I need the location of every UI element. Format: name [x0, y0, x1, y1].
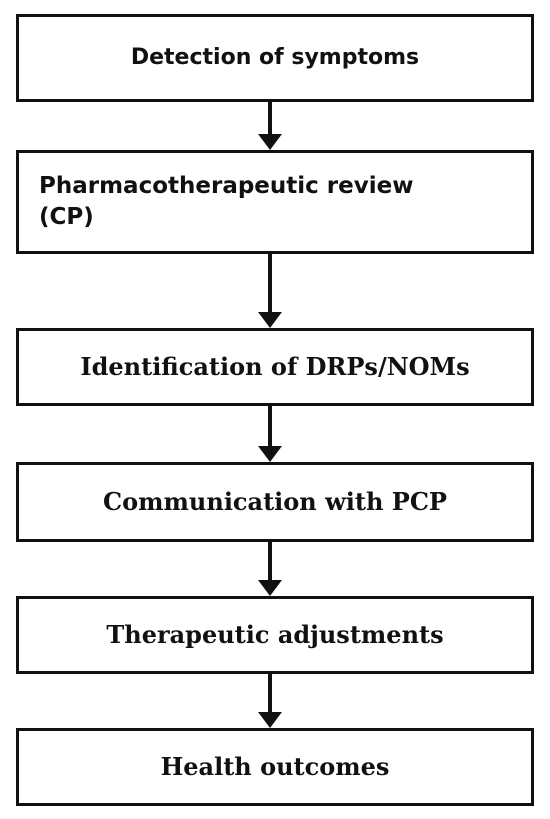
step-health-outcomes: Health outcomes [16, 728, 534, 806]
step-pharmacotherapeutic-review: Pharmacotherapeutic review (CP) [16, 150, 534, 254]
step-identification-of-drps-noms: Identification of DRPs/NOMs [16, 328, 534, 406]
flow-arrow [258, 102, 282, 150]
step-therapeutic-adjustments: Therapeutic adjustments [16, 596, 534, 674]
flow-arrow [258, 674, 282, 728]
step-label: Health outcomes [160, 751, 390, 781]
flow-arrow [258, 542, 282, 596]
step-label: Detection of symptoms [130, 45, 420, 71]
flow-arrow [258, 254, 282, 328]
step-label: Pharmacotherapeutic review (CP) [39, 172, 414, 230]
step-label: Identification of DRPs/NOMs [80, 351, 470, 381]
step-communication-with-pcp: Communication with PCP [16, 462, 534, 542]
step-label: Therapeutic adjustments [106, 619, 444, 649]
step-detection-of-symptoms: Detection of symptoms [16, 14, 534, 102]
step-label: Communication with PCP [103, 486, 447, 516]
flow-arrow [258, 406, 282, 462]
